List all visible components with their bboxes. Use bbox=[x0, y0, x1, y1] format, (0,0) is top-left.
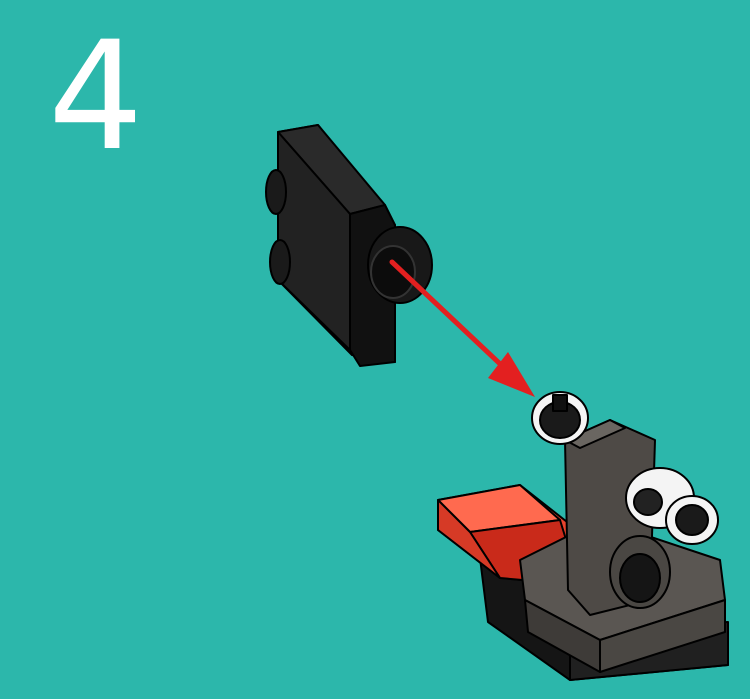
black-plate-with-pin-hole-icon bbox=[266, 125, 432, 366]
assembly-arrow-icon bbox=[392, 262, 535, 397]
